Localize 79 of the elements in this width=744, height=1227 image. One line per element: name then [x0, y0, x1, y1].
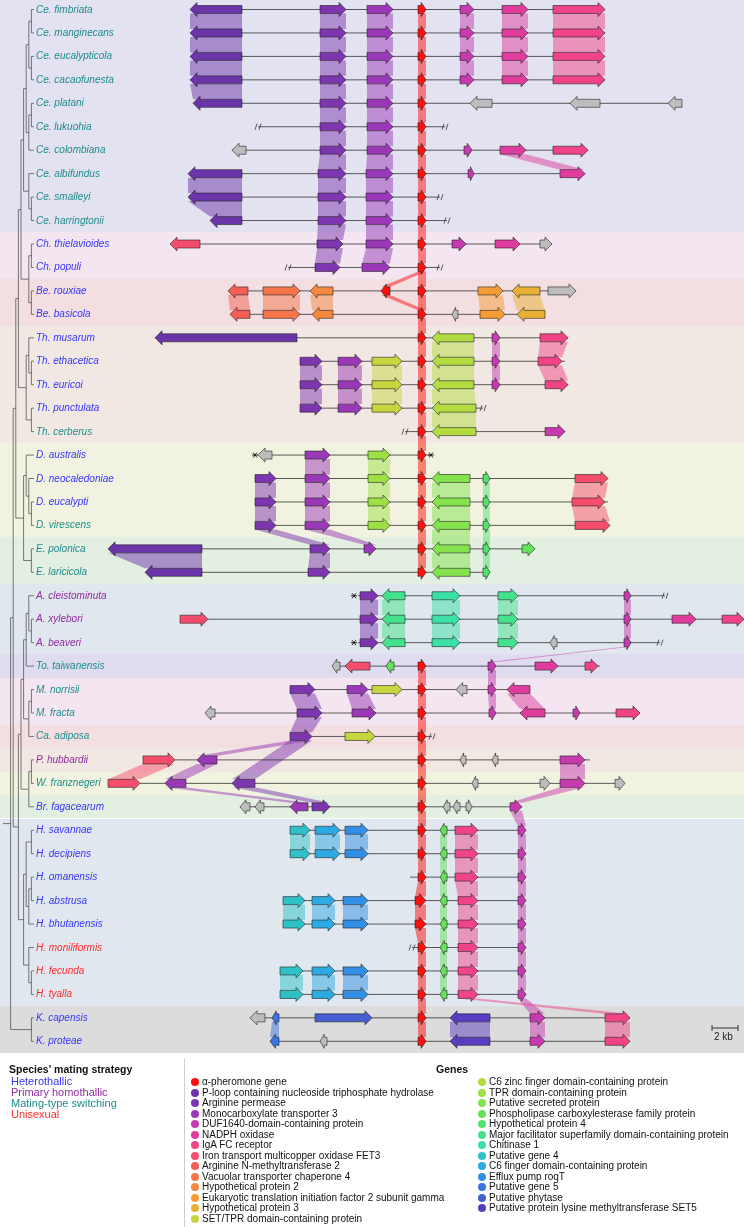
- legend-title: Genes: [436, 1063, 469, 1075]
- species-name: Ce. colombiana: [36, 143, 106, 158]
- species-name: H. tyalla: [36, 987, 73, 1002]
- legend-label: TPR domain-containing protein: [489, 1087, 627, 1098]
- legend-label: Putative protein lysine methyltransferase SET5: [489, 1203, 697, 1214]
- legend-label: C6 finger domain-containing protein: [489, 1161, 648, 1172]
- species-name: Ce. manginecans: [36, 25, 114, 40]
- legend-label: Primary homothallic: [11, 1087, 108, 1098]
- legend-label: Eukaryotic translation initiation factor 2 subunit gamma: [202, 1192, 445, 1203]
- species-name: A. cleistominuta: [36, 588, 107, 603]
- species-name: Br. fagacearum: [36, 799, 104, 814]
- species-name: Th. musarum: [36, 330, 95, 345]
- legend-label: NADPH oxidase: [202, 1129, 275, 1140]
- species-name: Ca. adiposa: [36, 729, 90, 744]
- species-name: P. hubbardii: [36, 752, 89, 767]
- species-name: Be. rouxiae: [36, 283, 87, 298]
- legend-label: Putative gene 5: [489, 1182, 559, 1193]
- species-name: Ce. fimbriata: [36, 2, 93, 17]
- species-name: Ce. lukuohia: [36, 119, 92, 134]
- species-name: D. virescens: [36, 518, 91, 533]
- species-name: H. omanensis: [36, 870, 98, 885]
- species-name: E. laricicola: [36, 565, 88, 580]
- species-name: Th. punctulata: [36, 401, 100, 416]
- legend-label: Putative phytase: [489, 1192, 563, 1203]
- species-name: D. neocaledoniae: [36, 471, 114, 486]
- species-name: H. abstrusa: [36, 893, 88, 908]
- species-name: H. decipiens: [36, 846, 92, 861]
- legend-label: Hypothetical protein 2: [202, 1182, 299, 1193]
- legend-label: Arginine N-methyltransferase 2: [202, 1161, 340, 1172]
- species-name: Ce. eucalypticola: [36, 49, 113, 64]
- species-name: Th. euricoi: [36, 377, 83, 392]
- legend-label: Unisexual: [11, 1109, 60, 1120]
- legend-label: Efflux pump roqT: [489, 1171, 565, 1182]
- legend-label: Monocarboxylate transporter 3: [202, 1108, 338, 1119]
- scale-label: 2 kb: [714, 1031, 733, 1043]
- species-name: To. taiwanensis: [36, 659, 105, 674]
- legend-label: SET/TPR domain-containing protein: [202, 1213, 363, 1224]
- species-name: D. australis: [36, 448, 86, 463]
- species-name: Ce. platani: [36, 96, 84, 111]
- species-name: M. fracta: [36, 706, 75, 720]
- legend-label: Vacuolar transporter chaperone 4: [202, 1171, 351, 1182]
- species-name: W. franznegeri: [36, 776, 101, 791]
- legend-label: Major facilitator superfamily domain-containing protein: [489, 1129, 729, 1140]
- legend-label: Iron transport multicopper oxidase FET3: [202, 1150, 381, 1161]
- species-name: M. norrisii: [36, 682, 80, 697]
- species-name: Ce. smalleyi: [36, 190, 91, 205]
- species-name: A. xylebori: [36, 612, 83, 627]
- species-name: Be. basicola: [36, 307, 91, 322]
- legend-label: Heterothallic: [11, 1076, 73, 1087]
- species-name: Ch. thielavioides: [36, 237, 110, 251]
- legend-label: Phospholipase carboxylesterase family protein: [489, 1108, 696, 1119]
- legend-title: Species' mating strategy: [9, 1063, 133, 1075]
- species-name: E. polonica: [36, 541, 86, 556]
- species-name: H. fecunda: [36, 963, 85, 978]
- species-name: A. beaveri: [36, 635, 82, 650]
- species-name: D. eucalypti: [36, 494, 89, 509]
- species-name: Ce. albifundus: [36, 166, 100, 181]
- species-name: Th. cerberus: [36, 424, 93, 439]
- legend-label: C6 zinc finger domain-containing protein: [489, 1077, 668, 1088]
- species-name: H. moniliformis: [36, 940, 103, 955]
- legend-label: IgA FC receptor: [202, 1140, 273, 1151]
- species-name: Ce. cacaofunesta: [36, 72, 114, 87]
- legend-label: Putative gene 4: [489, 1150, 559, 1161]
- legend-label: Mating-type switching: [11, 1098, 117, 1109]
- species-name: H. savannae: [36, 823, 93, 838]
- species-name: Ce. harringtonii: [36, 213, 104, 228]
- species-name: K. capensis: [36, 1010, 88, 1025]
- legend-label: α-pheromone gene: [202, 1077, 287, 1088]
- legend-label: Arginine permease: [202, 1098, 286, 1109]
- species-name: H. bhutanensis: [36, 917, 103, 932]
- legend-label: Putative secreted protein: [489, 1098, 600, 1109]
- species-name: Th. ethacetica: [36, 354, 99, 369]
- legend-label: Hypothetical protein 3: [202, 1203, 299, 1214]
- species-name: K. proteae: [36, 1034, 83, 1049]
- legend-label: Hypothetical protein 4: [489, 1119, 586, 1130]
- legend-label: Chitinase 1: [489, 1140, 540, 1151]
- legend-label: DUF1640-domain-containing protein: [202, 1119, 364, 1130]
- species-name: Ch. populi: [36, 260, 82, 275]
- legend-label: P-loop containing nucleoside triphosphate hydrolase: [202, 1087, 434, 1098]
